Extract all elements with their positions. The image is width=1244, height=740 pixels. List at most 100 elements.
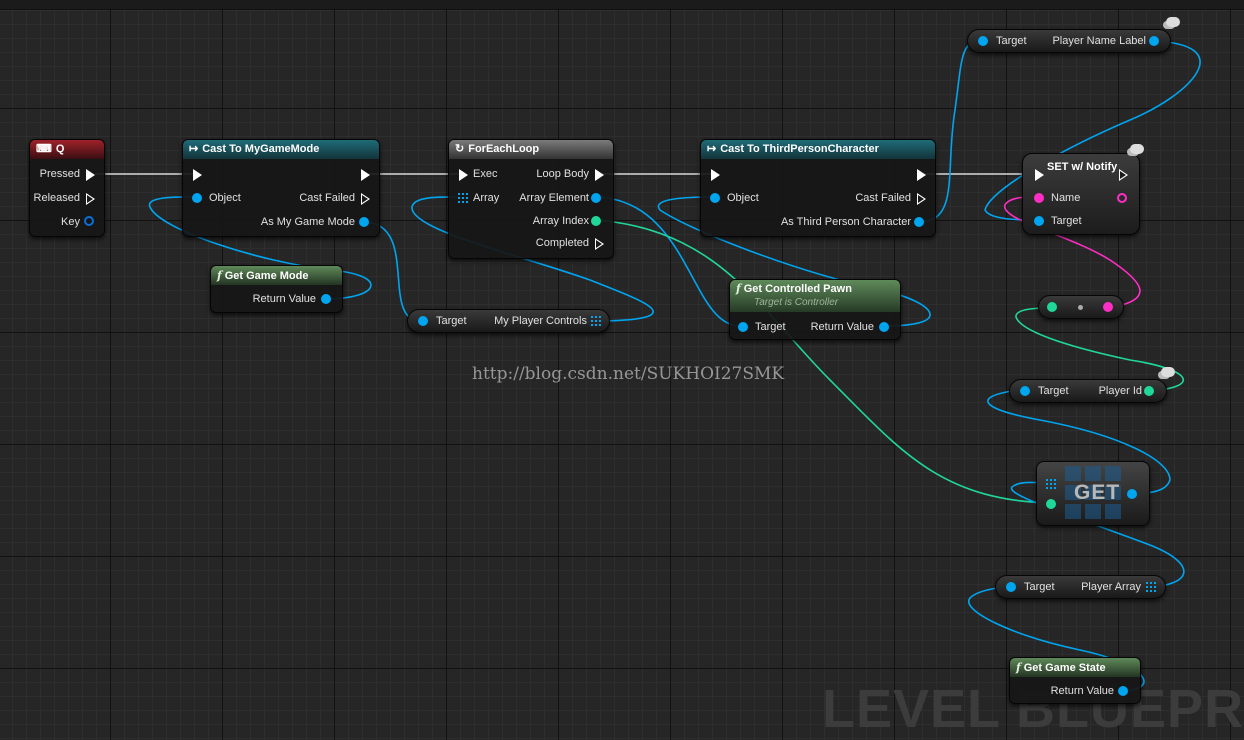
released-exec-pin[interactable] xyxy=(86,193,95,205)
cast-thirdperson-object-pin[interactable] xyxy=(710,193,720,203)
function-icon: f xyxy=(1016,661,1021,674)
as-third-person-label: As Third Person Character xyxy=(780,216,911,228)
player-id-label: Player Id xyxy=(1098,385,1142,397)
name-pin[interactable] xyxy=(1034,193,1044,203)
graph-top-bar xyxy=(0,0,1244,10)
set-target-pin[interactable] xyxy=(1034,216,1044,226)
int-wire xyxy=(595,219,1051,504)
player-id-pin[interactable] xyxy=(1144,386,1154,396)
comment-bubble-icon[interactable] xyxy=(1130,144,1144,154)
cast-thirdperson-exec-out[interactable] xyxy=(917,169,926,181)
convert-output-pin[interactable] xyxy=(1103,302,1113,312)
as-third-person-pin[interactable] xyxy=(914,217,924,227)
keyboard-icon: ⌨ xyxy=(36,143,52,155)
player-id-node[interactable]: Target Player Id xyxy=(1009,379,1167,403)
key-pin[interactable] xyxy=(84,216,94,226)
object-label: Object xyxy=(727,192,759,204)
target-pin[interactable] xyxy=(1006,582,1016,592)
cast-thirdperson-header[interactable]: ↦Cast To ThirdPersonCharacter xyxy=(701,140,935,159)
array-element-pin[interactable] xyxy=(591,193,601,203)
cast-to-thirdperson-node[interactable]: ↦Cast To ThirdPersonCharacter Object Cas… xyxy=(700,139,936,237)
player-name-label-node[interactable]: Target Player Name Label xyxy=(967,29,1171,53)
convert-dot-icon xyxy=(1078,305,1083,310)
target-label: Target xyxy=(755,321,786,333)
pawn-target-pin[interactable] xyxy=(738,322,748,332)
loop-body-exec-pin[interactable] xyxy=(595,169,604,181)
array-pin[interactable] xyxy=(458,193,468,203)
target-label: Target xyxy=(436,315,467,327)
cast-gamemode-header[interactable]: ↦Cast To MyGameMode xyxy=(183,140,379,159)
q-key-event-header[interactable]: ⌨Q xyxy=(30,140,104,159)
set-notify-title: SET w/ Notify xyxy=(1047,161,1118,173)
player-controls-array-pin[interactable] xyxy=(591,316,601,326)
convert-input-pin[interactable] xyxy=(1047,302,1057,312)
cast-failed-label: Cast Failed xyxy=(299,192,355,204)
foreach-title: ForEachLoop xyxy=(468,143,540,155)
loop-icon: ↻ xyxy=(455,143,465,155)
cast-gamemode-title: Cast To MyGameMode xyxy=(202,143,320,155)
cast-failed-exec-pin[interactable] xyxy=(361,193,370,205)
function-icon: f xyxy=(736,282,741,295)
controlled-pawn-title: Get Controlled Pawn xyxy=(743,283,852,295)
exec-label: Exec xyxy=(473,168,498,180)
target-pin[interactable] xyxy=(418,316,428,326)
q-key-event-node[interactable]: ⌨Q Pressed Released Key xyxy=(29,139,105,237)
cast-gamemode-exec-out[interactable] xyxy=(361,169,370,181)
foreach-loop-node[interactable]: ↻ForEachLoop Exec Loop Body Array Array … xyxy=(448,139,614,259)
as-game-mode-pin[interactable] xyxy=(359,217,369,227)
q-key-title: Q xyxy=(55,143,65,155)
function-icon: f xyxy=(217,269,222,282)
my-player-controls-label: My Player Controls xyxy=(494,315,587,327)
player-array-pin[interactable] xyxy=(1146,582,1156,592)
target-label: Target xyxy=(1051,215,1082,227)
watermark: http://blog.csdn.net/SUKHOI27SMK xyxy=(472,364,785,384)
player-name-label-pin[interactable] xyxy=(1149,36,1159,46)
set-notify-node[interactable]: SET w/ Notify Name Target xyxy=(1022,153,1140,235)
key-label: Key xyxy=(61,216,80,228)
array-get-node[interactable]: GET xyxy=(1036,461,1150,526)
pawn-return-pin[interactable] xyxy=(879,322,889,332)
set-exec-in[interactable] xyxy=(1035,169,1044,181)
pressed-exec-pin[interactable] xyxy=(86,169,95,181)
player-array-node[interactable]: Target Player Array xyxy=(995,575,1166,599)
cast-icon: ↦ xyxy=(189,143,199,155)
comment-bubble-icon[interactable] xyxy=(1166,17,1180,27)
convert-node[interactable] xyxy=(1038,295,1124,319)
target-label: Target xyxy=(1038,385,1069,397)
cast-gamemode-object-pin[interactable] xyxy=(192,193,202,203)
cast-failed-exec-pin[interactable] xyxy=(917,193,926,205)
return-value-pin[interactable] xyxy=(1118,686,1128,696)
get-array-pin[interactable] xyxy=(1046,479,1056,489)
foreach-header[interactable]: ↻ForEachLoop xyxy=(449,140,613,159)
cast-gamemode-exec-in[interactable] xyxy=(193,169,202,181)
my-player-controls-node[interactable]: Target My Player Controls xyxy=(407,309,610,333)
array-index-label: Array Index xyxy=(532,215,589,227)
array-element-label: Array Element xyxy=(519,192,589,204)
get-index-pin[interactable] xyxy=(1046,499,1056,509)
get-output-pin[interactable] xyxy=(1127,489,1137,499)
target-pin[interactable] xyxy=(978,36,988,46)
array-index-pin[interactable] xyxy=(591,216,601,226)
cast-icon: ↦ xyxy=(707,143,717,155)
comment-bubble-icon[interactable] xyxy=(1161,367,1175,377)
get-game-state-title: Get Game State xyxy=(1023,662,1106,674)
as-game-mode-label: As My Game Mode xyxy=(260,216,355,228)
name-label: Name xyxy=(1051,192,1081,204)
completed-exec-pin[interactable] xyxy=(595,238,604,250)
return-value-pin[interactable] xyxy=(321,294,331,304)
cast-failed-label: Cast Failed xyxy=(855,192,911,204)
cast-thirdperson-exec-in[interactable] xyxy=(711,169,720,181)
cast-to-mygamemode-node[interactable]: ↦Cast To MyGameMode Object Cast Failed A… xyxy=(182,139,380,237)
name-output-pin[interactable] xyxy=(1117,193,1127,203)
set-exec-out[interactable] xyxy=(1119,169,1128,181)
target-pin[interactable] xyxy=(1020,386,1030,396)
foreach-exec-in[interactable] xyxy=(459,169,468,181)
loop-body-label: Loop Body xyxy=(536,168,589,180)
released-label: Released xyxy=(33,192,80,204)
